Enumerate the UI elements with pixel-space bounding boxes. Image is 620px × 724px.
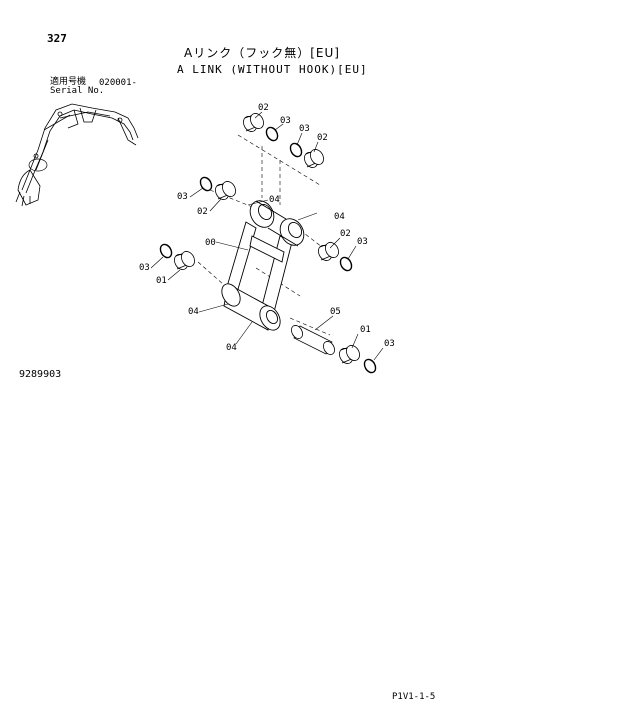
callout-04: 04 [334, 212, 345, 222]
bushing-upper-a [243, 113, 264, 132]
a-link-assembly [221, 200, 305, 331]
snap-ring-right-lower [363, 358, 377, 374]
callout-04: 04 [188, 307, 199, 317]
drawing-number: 9289903 [19, 369, 62, 380]
excavator-thumbnail-icon [15, 103, 139, 207]
pin-long [291, 325, 335, 355]
callout-03: 03 [177, 192, 188, 202]
leader-lines [150, 111, 384, 361]
pin-left-lower [174, 251, 195, 270]
bushing-upper-b [304, 149, 324, 168]
callout-02: 02 [317, 133, 328, 143]
bushing-left-upper [215, 181, 236, 200]
callout-04: 04 [269, 195, 280, 205]
snap-ring-right-middle [339, 256, 353, 272]
callout-00: 00 [205, 238, 216, 248]
callout-02: 02 [197, 207, 208, 217]
callout-03: 03 [357, 237, 368, 247]
snap-ring-left-upper [199, 176, 213, 192]
snap-ring-upper-b [289, 142, 303, 158]
snap-ring-upper-a [265, 126, 279, 142]
page-number: 327 [47, 32, 67, 45]
title-japanese: Aリンク（フック無）[EU] [184, 46, 340, 60]
callout-01: 01 [360, 325, 371, 335]
callout-03: 03 [139, 263, 150, 273]
snap-ring-left-lower [159, 243, 173, 259]
page-code: P1V1-1-5 [392, 692, 436, 702]
callout-03: 03 [299, 124, 310, 134]
serial-number-value: 020001- [99, 78, 137, 88]
callout-03: 03 [384, 339, 395, 349]
bushing-right-middle [318, 242, 339, 261]
callout-02: 02 [340, 229, 351, 239]
callout-05: 05 [330, 307, 341, 317]
callout-01: 01 [156, 276, 167, 286]
callout-03: 03 [280, 116, 291, 126]
highlight-ring [28, 158, 48, 172]
pin-right-lower [339, 345, 360, 364]
callout-02: 02 [258, 103, 269, 113]
serial-label-japanese: 適用号機 [50, 77, 87, 87]
title-english: A LINK (WITHOUT HOOK)[EU] [177, 63, 368, 76]
callout-04: 04 [226, 343, 237, 353]
serial-label-english: Serial No. [50, 86, 105, 96]
